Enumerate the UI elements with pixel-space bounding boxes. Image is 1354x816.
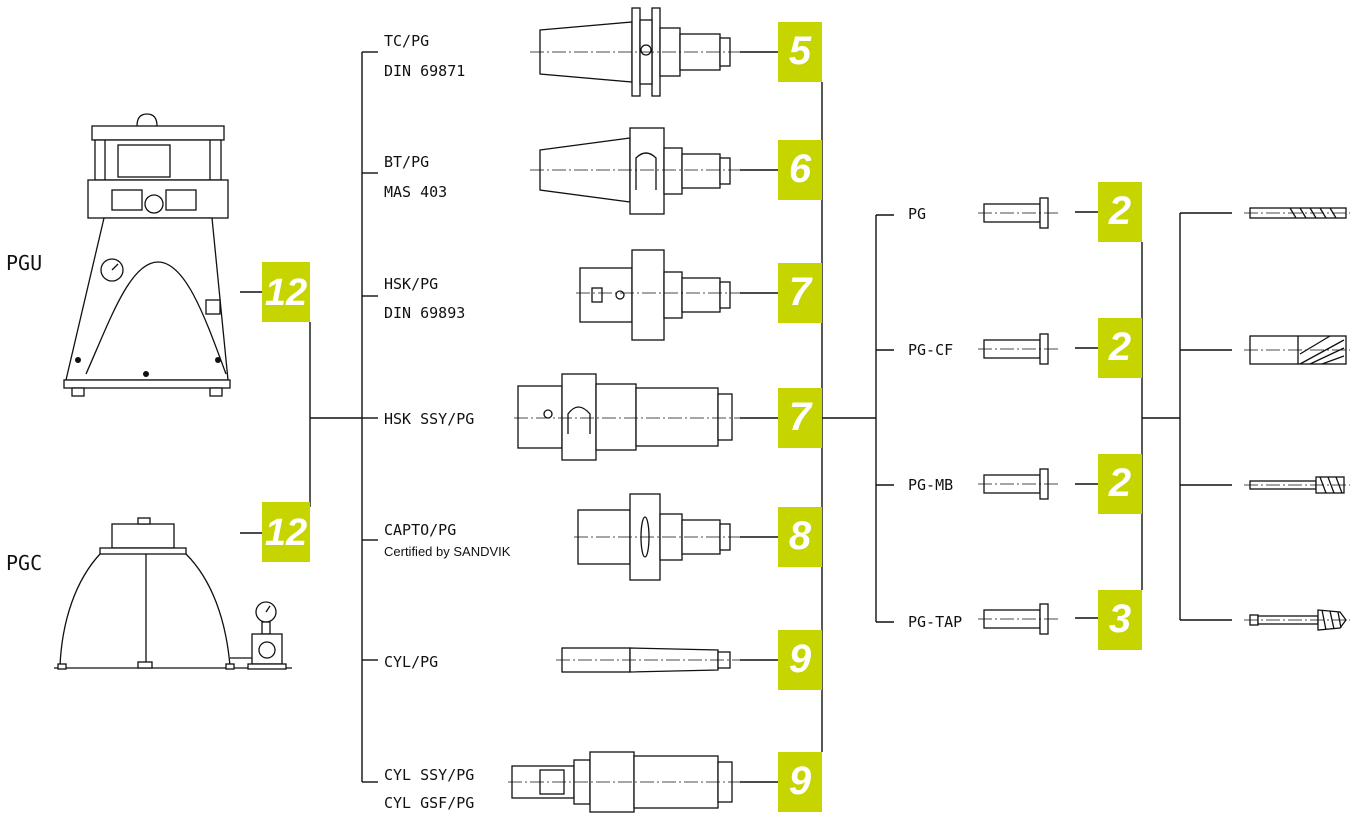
holder-label-line1: BT/PG <box>384 153 429 171</box>
reamer-icon <box>1244 477 1350 493</box>
pg-tap-adapter-image <box>978 604 1058 634</box>
hsk-ssy-pg-holder-image <box>514 374 742 460</box>
holder-badge-number: 7 <box>789 270 813 314</box>
end-mill-icon <box>1244 336 1350 364</box>
holder-label-line1: HSK SSY/PG <box>384 410 474 428</box>
holder-badge-number: 8 <box>789 514 812 558</box>
holder-label-line2: DIN 69871 <box>384 62 465 80</box>
bt-pg-holder-image <box>530 128 742 214</box>
cyl-ssy-pg-holder-image <box>508 752 742 812</box>
machine-badge-pgc: 12 <box>262 502 310 562</box>
pgu-machine-image <box>64 114 230 396</box>
twist-drill-icon <box>1244 208 1350 218</box>
pg-mb-adapter-image <box>978 469 1058 499</box>
hsk-pg-holder-image <box>576 250 742 340</box>
holder-badges: 5 6 7 7 8 9 9 <box>778 22 822 812</box>
holder-label-line2: DIN 69893 <box>384 304 465 322</box>
adapter-label: PG-TAP <box>908 613 962 631</box>
adapter-labels: PG PG-CF PG-MB PG-TAP <box>908 205 962 631</box>
capto-pg-holder-image <box>574 494 742 580</box>
holder-label-line1: TC/PG <box>384 32 429 50</box>
holder-badge-number: 7 <box>789 395 813 439</box>
svg-text:12: 12 <box>265 512 307 554</box>
svg-text:12: 12 <box>265 272 307 314</box>
adapter-label: PG-CF <box>908 341 953 359</box>
adapter-badge-number: 3 <box>1109 597 1131 641</box>
machine-label-pgu: PGU <box>6 251 42 275</box>
tap-icon <box>1244 610 1350 630</box>
holder-badge-number: 9 <box>789 759 812 803</box>
adapter-badge-number: 2 <box>1108 461 1131 505</box>
holder-badge-number: 6 <box>789 147 812 191</box>
adapter-badges: 2 2 2 3 <box>1098 182 1142 650</box>
pg-adapter-image <box>978 198 1058 228</box>
holder-label-line1: CYL SSY/PG <box>384 766 474 784</box>
machine-label-pgc: PGC <box>6 551 42 575</box>
holder-labels: TC/PG DIN 69871 BT/PG MAS 403 HSK/PG DIN… <box>384 32 511 812</box>
cyl-pg-holder-image <box>556 648 742 672</box>
adapter-label: PG <box>908 205 926 223</box>
holder-label-line2: Certified by SANDVIK <box>384 544 511 559</box>
holder-label-line1: CAPTO/PG <box>384 521 456 539</box>
adapter-badge-number: 2 <box>1108 325 1131 369</box>
pgc-machine-image <box>54 518 292 669</box>
pg-cf-adapter-image <box>978 334 1058 364</box>
holder-label-line2: MAS 403 <box>384 183 447 201</box>
holder-label-line1: CYL/PG <box>384 653 438 671</box>
adapter-label: PG-MB <box>908 476 953 494</box>
machine-badge-pgu: 12 <box>262 262 310 322</box>
holder-badge-number: 9 <box>789 637 812 681</box>
holder-label-line2: CYL GSF/PG <box>384 794 474 812</box>
adapter-badge-number: 2 <box>1108 189 1131 233</box>
holder-badge-number: 5 <box>789 29 812 73</box>
holder-label-line1: HSK/PG <box>384 275 438 293</box>
tc-pg-holder-image <box>530 8 742 96</box>
